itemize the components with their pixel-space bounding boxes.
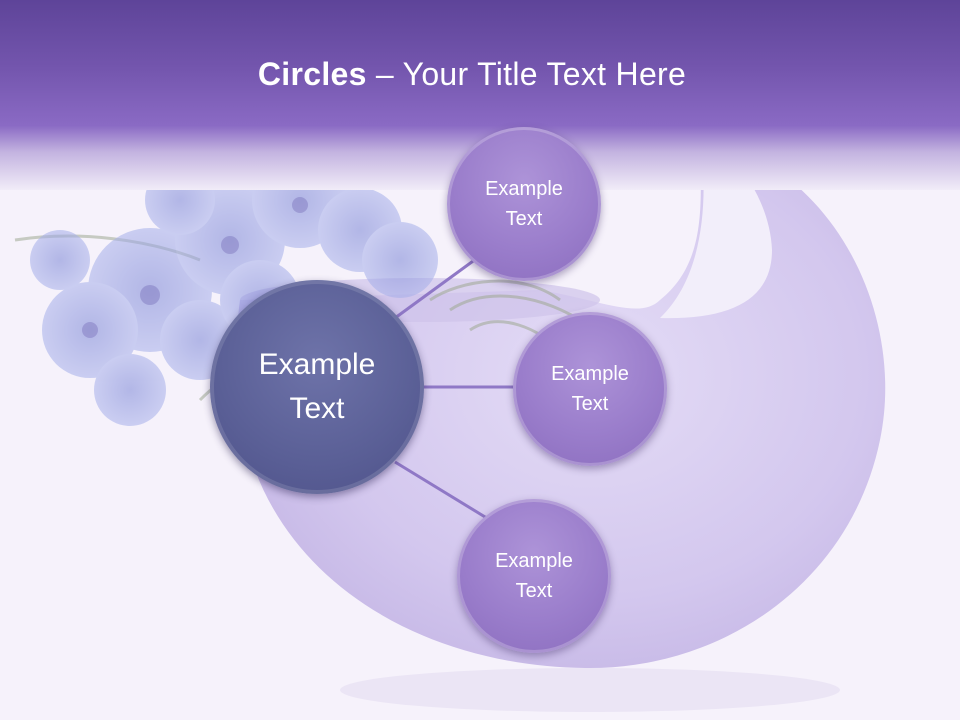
- center-circle-label-line1: Example: [258, 348, 376, 381]
- outer-circle-label-line2: Text: [515, 580, 553, 602]
- outer-circle-bottom: Example Text: [457, 499, 611, 653]
- outer-circle-top: Example Text: [447, 127, 601, 281]
- cornflower-centers: [82, 197, 308, 338]
- title-bold: Circles: [257, 56, 367, 92]
- outer-circle-middle: Example Text: [513, 312, 667, 466]
- outer-circle-label-line1: Example: [551, 363, 629, 385]
- center-circle: Example Text: [210, 280, 424, 494]
- outer-circle-label-line2: Text: [571, 393, 609, 415]
- connector-lines: [394, 254, 515, 522]
- connector-top: [394, 254, 481, 320]
- slide-title: Circles – Your Title Text Here: [0, 56, 944, 93]
- cornflowers: [30, 152, 438, 426]
- outer-circle-label-line1: Example: [485, 178, 563, 200]
- outer-circle-label-line1: Example: [495, 550, 573, 572]
- center-circle-label-line2: Text: [289, 392, 345, 425]
- vase-reflection: [340, 668, 840, 712]
- title-rest: – Your Title Text Here: [366, 56, 687, 92]
- outer-circle-label-line2: Text: [505, 208, 543, 230]
- connector-bottom: [394, 460, 491, 522]
